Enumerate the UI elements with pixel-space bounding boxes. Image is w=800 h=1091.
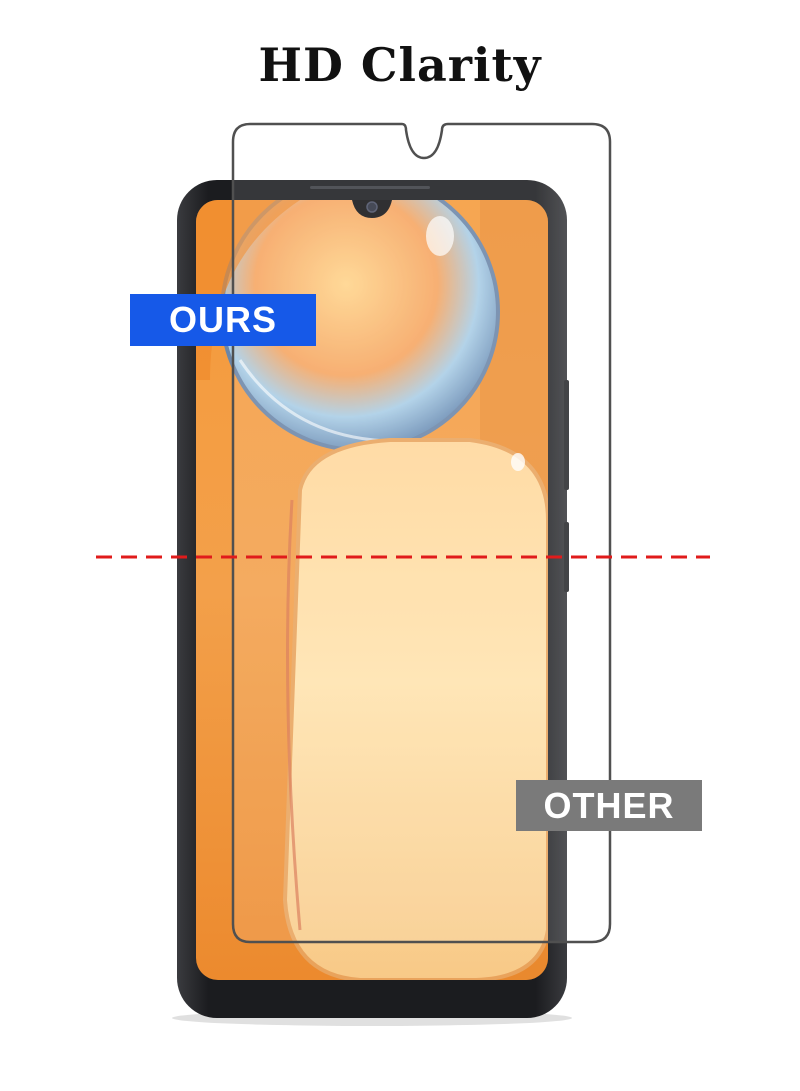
other-label: OTHER bbox=[516, 780, 702, 831]
phone-speaker bbox=[310, 186, 430, 189]
phone-side-button-bottom bbox=[564, 522, 569, 592]
phone-side-button-top bbox=[564, 380, 569, 490]
screen-protector-outline bbox=[231, 122, 612, 944]
phone-screen bbox=[196, 200, 548, 980]
page-title: HD Clarity bbox=[258, 38, 542, 92]
front-camera-icon bbox=[366, 201, 378, 213]
ours-label: OURS bbox=[130, 294, 316, 346]
wallpaper-pill bbox=[282, 438, 548, 980]
